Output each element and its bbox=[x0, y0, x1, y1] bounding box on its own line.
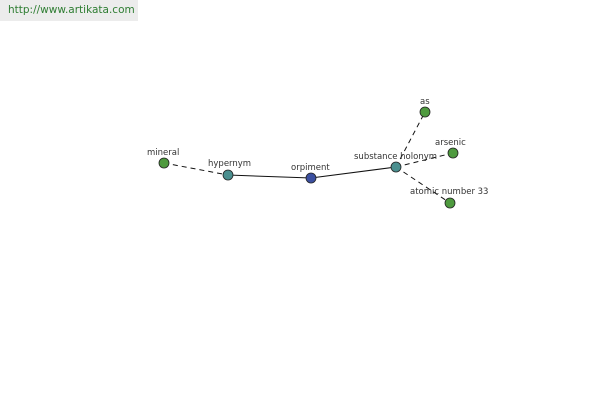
edge-mineral-hypernym bbox=[163, 162, 229, 176]
edge-orpiment-substance-holonym bbox=[310, 166, 397, 179]
node-label-atomic-number-33: atomic number 33 bbox=[410, 187, 488, 197]
graph-nodes: mineral hypernym orpiment substance holo… bbox=[147, 97, 488, 209]
node-label-mineral: mineral bbox=[147, 148, 179, 158]
node-label-hypernym: hypernym bbox=[208, 159, 251, 169]
node-hypernym[interactable]: hypernym bbox=[208, 159, 251, 181]
node-arsenic[interactable]: arsenic bbox=[435, 138, 466, 159]
node-label-arsenic: arsenic bbox=[435, 138, 466, 148]
node-label-as: as bbox=[420, 97, 430, 107]
source-url[interactable]: http://www.artikata.com bbox=[0, 0, 138, 21]
edge-hypernym-orpiment bbox=[227, 174, 312, 179]
node-substance-holonym[interactable]: substance holonym bbox=[354, 152, 437, 173]
node-atomic-number-33[interactable]: atomic number 33 bbox=[410, 187, 488, 209]
node-as[interactable]: as bbox=[419, 97, 431, 118]
edge-substance-holonym-atomic-number-33 bbox=[395, 166, 451, 204]
node-mineral[interactable]: mineral bbox=[147, 148, 179, 169]
edge-substance-holonym-arsenic bbox=[395, 152, 454, 168]
edge-substance-holonym-as bbox=[395, 111, 426, 168]
node-label-substance-holonym: substance holonym bbox=[354, 152, 437, 162]
node-orpiment[interactable]: orpiment bbox=[291, 163, 330, 184]
graph-edges bbox=[163, 111, 454, 204]
node-label-orpiment: orpiment bbox=[291, 163, 330, 173]
